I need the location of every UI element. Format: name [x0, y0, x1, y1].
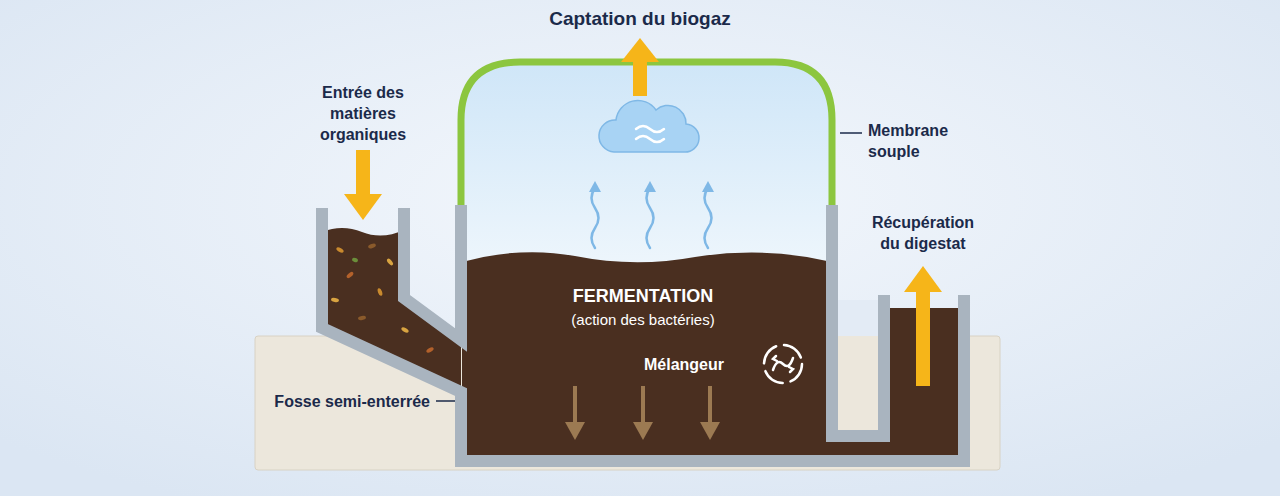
membrane-label: Membrane souple [868, 120, 958, 162]
cloud-waves [636, 126, 664, 142]
leader-line [436, 400, 455, 402]
tank-walls [322, 205, 964, 461]
organic-matter [322, 228, 461, 392]
rising-gas [592, 188, 712, 248]
rising-gas-heads [589, 181, 714, 192]
divider-gap [838, 300, 878, 430]
fermentation-zone: FERMENTATION(action des bactéries) [563, 277, 723, 339]
mixer-symbol [764, 345, 802, 383]
biogas-output-label: Captation du biogaz [549, 8, 731, 29]
pit-label: Fosse semi-enterrée [274, 391, 430, 412]
mixer-label: Mélangeur [644, 354, 724, 375]
digestate-channel [838, 442, 958, 455]
divider-gap-top [838, 300, 878, 336]
biogas-cloud [599, 100, 699, 152]
zone-subtitle: (action des bactéries) [571, 308, 715, 331]
zone-heading: FERMENTATION [571, 285, 715, 308]
settling-arrows [565, 386, 720, 440]
input-label: Entrée des matières organiques [307, 82, 419, 145]
leader-line [840, 132, 862, 134]
digestate-output-label: Récupération du digestat [863, 212, 983, 254]
flow-arrows [344, 38, 942, 386]
